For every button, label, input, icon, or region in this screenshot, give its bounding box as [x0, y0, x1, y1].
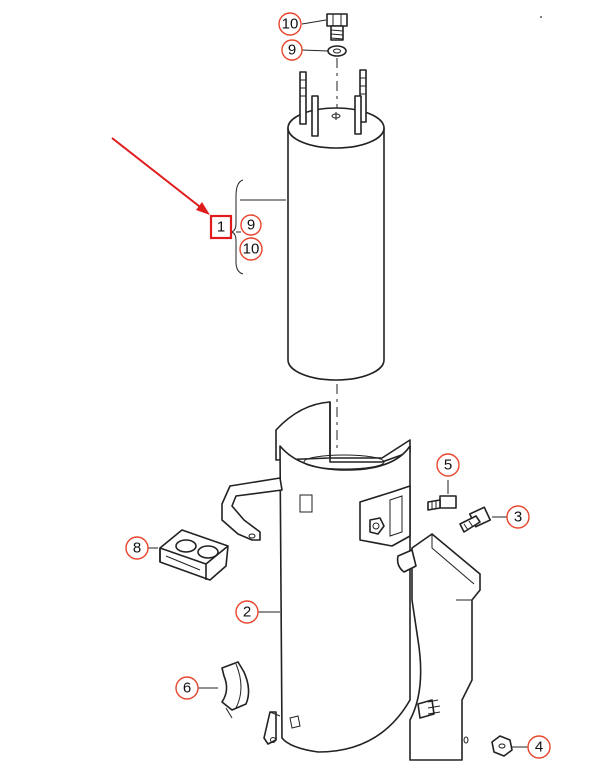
callout-4[interactable]: 4 [527, 735, 551, 759]
leader-10-top [301, 19, 327, 25]
right-bracket-plate [396, 533, 481, 761]
svg-text:5: 5 [444, 457, 452, 474]
svg-text:6: 6 [183, 680, 191, 697]
svg-text:4: 4 [535, 739, 543, 756]
svg-text:9: 9 [288, 42, 296, 59]
callout-9-side[interactable]: 9 [240, 214, 262, 236]
part-8-holder [159, 529, 229, 581]
svg-text:8: 8 [133, 540, 141, 557]
callout-2[interactable]: 2 [235, 600, 259, 624]
svg-text:3: 3 [514, 509, 522, 526]
callout-9-top[interactable]: 9 [281, 39, 303, 61]
callout-6[interactable]: 6 [175, 676, 199, 700]
callout-8[interactable]: 8 [125, 536, 149, 560]
part-10-bolt-top [326, 13, 348, 41]
svg-text:10: 10 [282, 16, 299, 33]
part-2-housing [221, 401, 411, 753]
callout-1[interactable]: 1 [217, 219, 225, 236]
canister-cylinder [287, 69, 385, 381]
corner-dot [540, 16, 542, 18]
red-pointer-arrow [111, 137, 210, 215]
svg-text:1: 1 [217, 219, 225, 236]
part-1-highlight-box [209, 214, 233, 240]
part-6-clip [221, 661, 250, 719]
part-9-washer-top [327, 45, 347, 57]
part-5-bolt [427, 495, 457, 511]
callout-5[interactable]: 5 [436, 453, 460, 477]
callout-3[interactable]: 3 [506, 505, 530, 529]
callout-10-side[interactable]: 10 [239, 237, 263, 261]
svg-text:2: 2 [243, 604, 251, 621]
leader-9-top [301, 49, 329, 52]
part-4-nut [491, 735, 513, 757]
svg-text:10: 10 [243, 241, 260, 258]
svg-text:9: 9 [247, 217, 255, 234]
part-3-bolt [459, 506, 492, 533]
callout-10-top[interactable]: 10 [278, 12, 302, 36]
